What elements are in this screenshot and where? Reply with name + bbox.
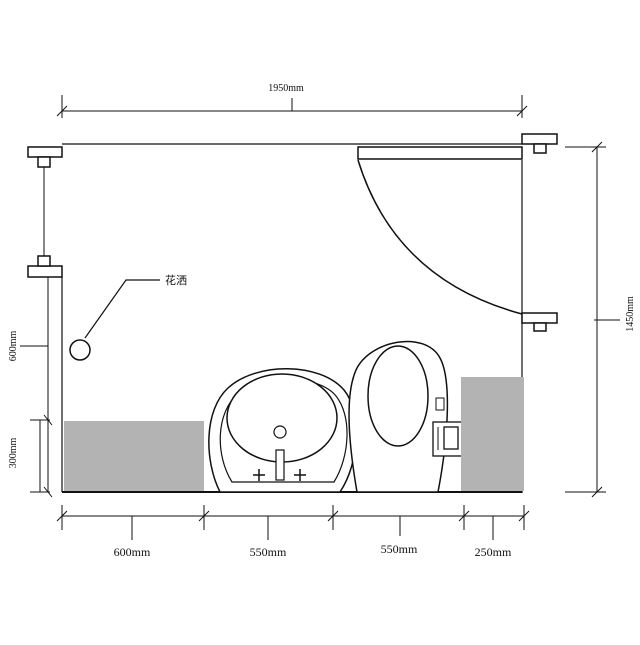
faucet-icon	[275, 449, 285, 481]
top-width-label: 1950mm	[268, 83, 304, 94]
washbasin	[208, 368, 358, 493]
left-upper-label: 600mm	[8, 331, 19, 362]
left-wall	[27, 167, 63, 492]
left-dimension: 600mm 300mm	[8, 331, 53, 498]
bottom-2-label: 550mm	[250, 545, 287, 559]
shower-area-block	[64, 421, 204, 491]
door-swing-arc	[357, 159, 523, 315]
shower-head-icon	[69, 339, 91, 361]
toilet	[348, 340, 464, 493]
top-wall	[27, 133, 558, 168]
top-dimension: 1950mm	[56, 83, 528, 118]
shower-label: 花洒	[165, 274, 187, 287]
cabinet-block	[461, 377, 524, 491]
bottom-1-label: 600mm	[114, 545, 151, 559]
drain-icon	[273, 425, 287, 439]
right-dimension: 1450mm	[565, 141, 636, 498]
bottom-3-label: 550mm	[381, 542, 418, 556]
tap-handle-left-icon	[253, 469, 265, 481]
bottom-dimension: 600mm 550mm 550mm 250mm	[56, 505, 530, 559]
left-lower-label: 300mm	[8, 438, 19, 469]
shower: 花洒	[69, 274, 187, 361]
tap-handle-right-icon	[294, 469, 306, 481]
right-wall	[521, 160, 558, 493]
right-height-label: 1450mm	[625, 296, 636, 332]
bottom-4-label: 250mm	[475, 545, 512, 559]
